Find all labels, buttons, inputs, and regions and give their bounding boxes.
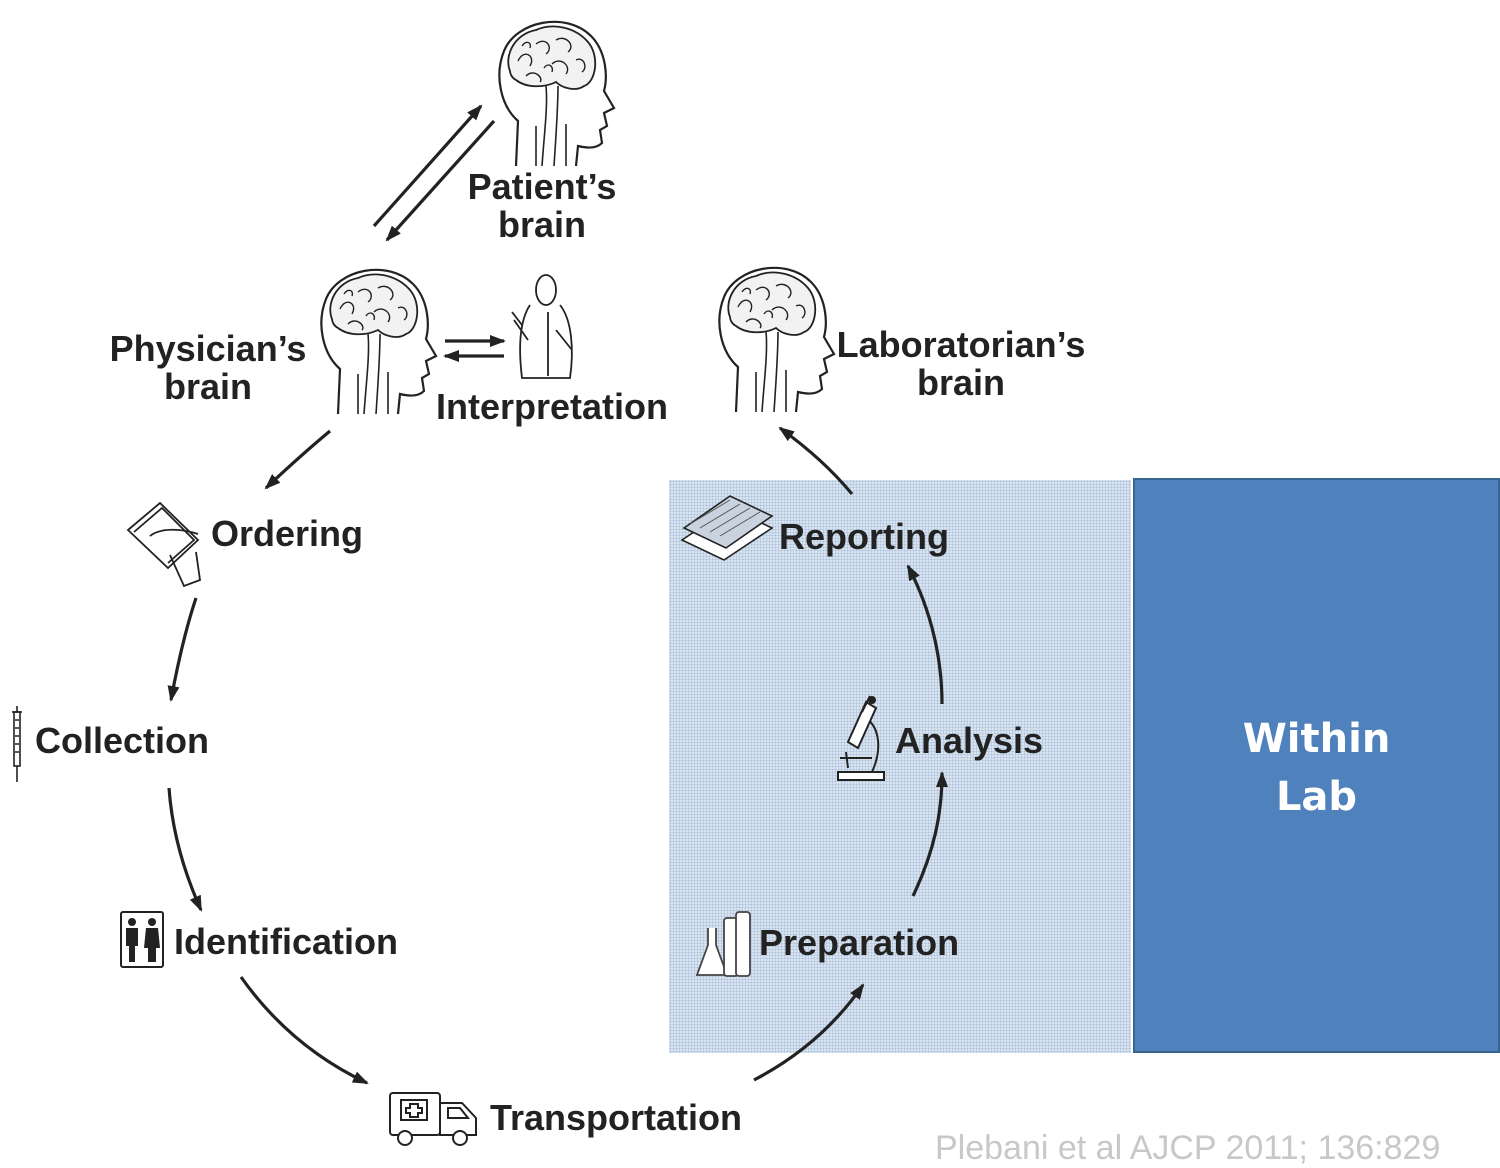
physician-brain-icon (320, 268, 438, 416)
arrow-patient-to-physician (385, 119, 496, 242)
papers-icon (680, 495, 774, 561)
arrow-to-identification (167, 787, 203, 912)
interpretation-label: Interpretation (436, 386, 669, 427)
preparation-label: Preparation (759, 922, 960, 963)
clipboard-icon (126, 501, 201, 588)
arrow-to-analysis (911, 771, 948, 897)
ambulance-icon (389, 1092, 477, 1146)
microscope-icon (837, 695, 885, 781)
citation-text: Plebani et al AJCP 2011; 136:829 (935, 1129, 1441, 1167)
loop-arrows (167, 104, 948, 1085)
arrow-to-ordering (264, 429, 332, 490)
within-lab-box (1133, 478, 1500, 1053)
patient-brain-icon (498, 20, 616, 168)
identification-label: Identification (174, 921, 398, 962)
syringe-icon (12, 706, 22, 782)
within-lab-label: Within Lab (1242, 716, 1391, 820)
physician-icon (511, 274, 573, 379)
collection-label: Collection (35, 720, 210, 761)
arrow-to-laboratorian (778, 426, 854, 496)
reporting-label: Reporting (779, 516, 949, 557)
transportation-label: Transportation (490, 1097, 743, 1138)
physician-brain-label: Physician’s brain (109, 328, 307, 407)
lab-flask-icon (695, 911, 751, 977)
laboratorian-brain-label: Laboratorian’s brain (836, 324, 1086, 403)
analysis-label: Analysis (895, 720, 1044, 761)
arrow-physician-to-patient (372, 104, 483, 228)
people-icon (120, 911, 164, 968)
arrow-to-collection (167, 597, 198, 702)
patient-brain-label: Patient’s brain (467, 166, 617, 245)
arrow-to-transportation (239, 976, 369, 1085)
arrow-to-reporting (906, 564, 944, 705)
ordering-label: Ordering (211, 513, 364, 554)
laboratorian-brain-icon (718, 266, 836, 414)
arrow-to-preparation (753, 983, 865, 1082)
